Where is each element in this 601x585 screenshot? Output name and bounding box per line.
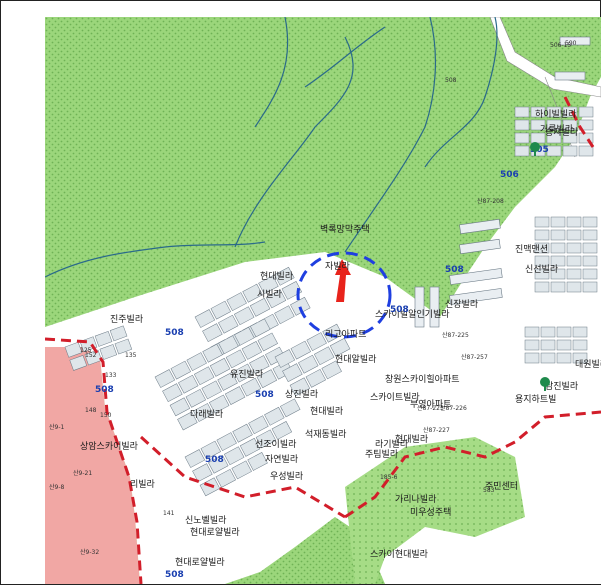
svg-text:주팀빌라: 주팀빌라 <box>365 448 399 460</box>
svg-text:산9-21: 산9-21 <box>73 469 92 477</box>
svg-text:산87-227: 산87-227 <box>423 426 450 434</box>
svg-text:현대로얄빌라: 현대로얄빌라 <box>190 527 240 538</box>
site-boundary-circle[interactable] <box>296 251 392 339</box>
svg-text:508: 508 <box>445 265 464 275</box>
svg-text:148: 148 <box>85 407 97 414</box>
contour-lines <box>45 17 498 278</box>
svg-text:산87-208: 산87-208 <box>477 197 504 205</box>
svg-text:508: 508 <box>165 328 184 338</box>
svg-text:현대빌라: 현대빌라 <box>310 406 344 417</box>
red-zone-area <box>45 347 140 584</box>
svg-text:590: 590 <box>565 40 577 47</box>
svg-text:자연빌라: 자연빌라 <box>265 454 299 465</box>
svg-text:상암스카이빌라: 상암스카이빌라 <box>80 440 139 452</box>
svg-text:주민센터: 주민센터 <box>485 481 518 492</box>
svg-text:산87-257: 산87-257 <box>461 353 488 361</box>
svg-text:리빌라: 리빌라 <box>130 479 156 490</box>
svg-text:석재동빌라: 석재동빌라 <box>305 429 347 440</box>
greenbelt-area <box>345 437 525 584</box>
svg-text:리고아파트: 리고아파트 <box>325 329 366 340</box>
district-boundary <box>45 96 601 584</box>
svg-text:다래빌라: 다래빌라 <box>190 409 224 420</box>
svg-text:141: 141 <box>163 510 175 517</box>
svg-text:라기빌라: 라기빌라 <box>375 439 409 450</box>
svg-text:진주빌라: 진주빌라 <box>110 314 144 325</box>
svg-text:506-15: 506-15 <box>550 42 571 49</box>
svg-text:거룩빌라: 거룩빌라 <box>540 124 574 135</box>
svg-text:현대로얄빌라: 현대로얄빌라 <box>175 557 225 568</box>
svg-text:현대알빌라: 현대알빌라 <box>335 354 377 365</box>
site-label: 벽록망막주택 <box>320 224 370 235</box>
svg-text:508: 508 <box>445 77 457 84</box>
svg-text:자빌라: 자빌라 <box>325 261 351 272</box>
svg-text:용지하트빌: 용지하트빌 <box>515 394 556 405</box>
svg-text:산9-1: 산9-1 <box>49 423 65 431</box>
road <box>489 17 601 98</box>
map-labels: 하이빌빌라 거룩빌라 자빌라 신장빌라 스카이빌알인기빌라 현대빌라 시빌라 현… <box>80 109 601 568</box>
parcel-grid <box>64 106 598 497</box>
svg-text:신장빌라: 신장빌라 <box>445 299 479 310</box>
parcel-numbers: 산87-208 산87-257 산87-225 산87-223 산87-226 … <box>49 40 577 556</box>
svg-text:508: 508 <box>165 570 184 580</box>
svg-text:산9-8: 산9-8 <box>49 483 65 491</box>
svg-text:135: 135 <box>125 352 137 359</box>
tree-icon <box>540 377 550 391</box>
svg-text:185-6: 185-6 <box>380 474 398 481</box>
svg-text:창원스카이힐아파트: 창원스카이힐아파트 <box>385 373 460 385</box>
svg-text:508: 508 <box>205 455 224 465</box>
svg-text:유진빌라: 유진빌라 <box>230 369 264 380</box>
svg-text:150: 150 <box>100 412 112 419</box>
svg-text:505: 505 <box>530 145 549 155</box>
svg-text:신선빌라: 신선빌라 <box>525 264 559 275</box>
svg-text:하이빌빌라: 하이빌빌라 <box>535 109 577 120</box>
svg-text:스카이트빌라: 스카이트빌라 <box>370 392 420 403</box>
svg-text:진맥맨션: 진맥맨션 <box>515 244 548 255</box>
svg-text:선조이빌라: 선조이빌라 <box>255 439 297 450</box>
svg-text:남진빌라: 남진빌라 <box>545 381 579 392</box>
svg-text:시빌라: 시빌라 <box>257 289 283 300</box>
svg-text:미우성주택: 미우성주택 <box>410 507 451 518</box>
svg-text:583: 583 <box>483 487 495 494</box>
svg-text:가리나빌라: 가리나빌라 <box>395 494 437 505</box>
svg-text:우성빌라: 우성빌라 <box>270 471 304 482</box>
svg-text:스카이빌알인기빌라: 스카이빌알인기빌라 <box>375 309 450 320</box>
svg-text:508: 508 <box>95 385 114 395</box>
svg-text:152: 152 <box>85 352 97 359</box>
svg-text:현대빌라: 현대빌라 <box>395 434 429 445</box>
apartment-buildings <box>414 36 591 328</box>
svg-text:506: 506 <box>500 170 519 180</box>
svg-text:상진빌라: 상진빌라 <box>285 389 319 400</box>
svg-text:부영아파트: 부영아파트 <box>410 399 451 410</box>
svg-text:125: 125 <box>80 347 92 354</box>
svg-text:508: 508 <box>390 305 409 315</box>
svg-text:승지빌라: 승지빌라 <box>545 127 579 138</box>
svg-text:스카이현대빌라: 스카이현대빌라 <box>370 549 429 560</box>
tree-icon <box>530 142 540 156</box>
svg-text:신노벨빌라: 신노벨빌라 <box>185 515 227 526</box>
svg-text:133: 133 <box>105 372 117 379</box>
svg-text:산87-226: 산87-226 <box>440 404 467 412</box>
svg-text:대원빌라: 대원빌라 <box>575 359 601 370</box>
svg-text:산9-32: 산9-32 <box>80 548 99 556</box>
svg-text:산87-223: 산87-223 <box>417 404 444 412</box>
svg-text:산87-225: 산87-225 <box>442 331 469 339</box>
block-numbers: 508 508 508 508 505 506 508 508 508 <box>95 145 549 580</box>
site-arrow-icon <box>335 259 351 302</box>
svg-text:508: 508 <box>255 390 274 400</box>
cadastral-map[interactable]: 벽록망막주택 하이빌빌라 거룩빌라 자빌라 신장빌라 스카이빌알인기빌라 현대빌… <box>45 17 601 584</box>
svg-text:현대빌라: 현대빌라 <box>260 271 294 282</box>
